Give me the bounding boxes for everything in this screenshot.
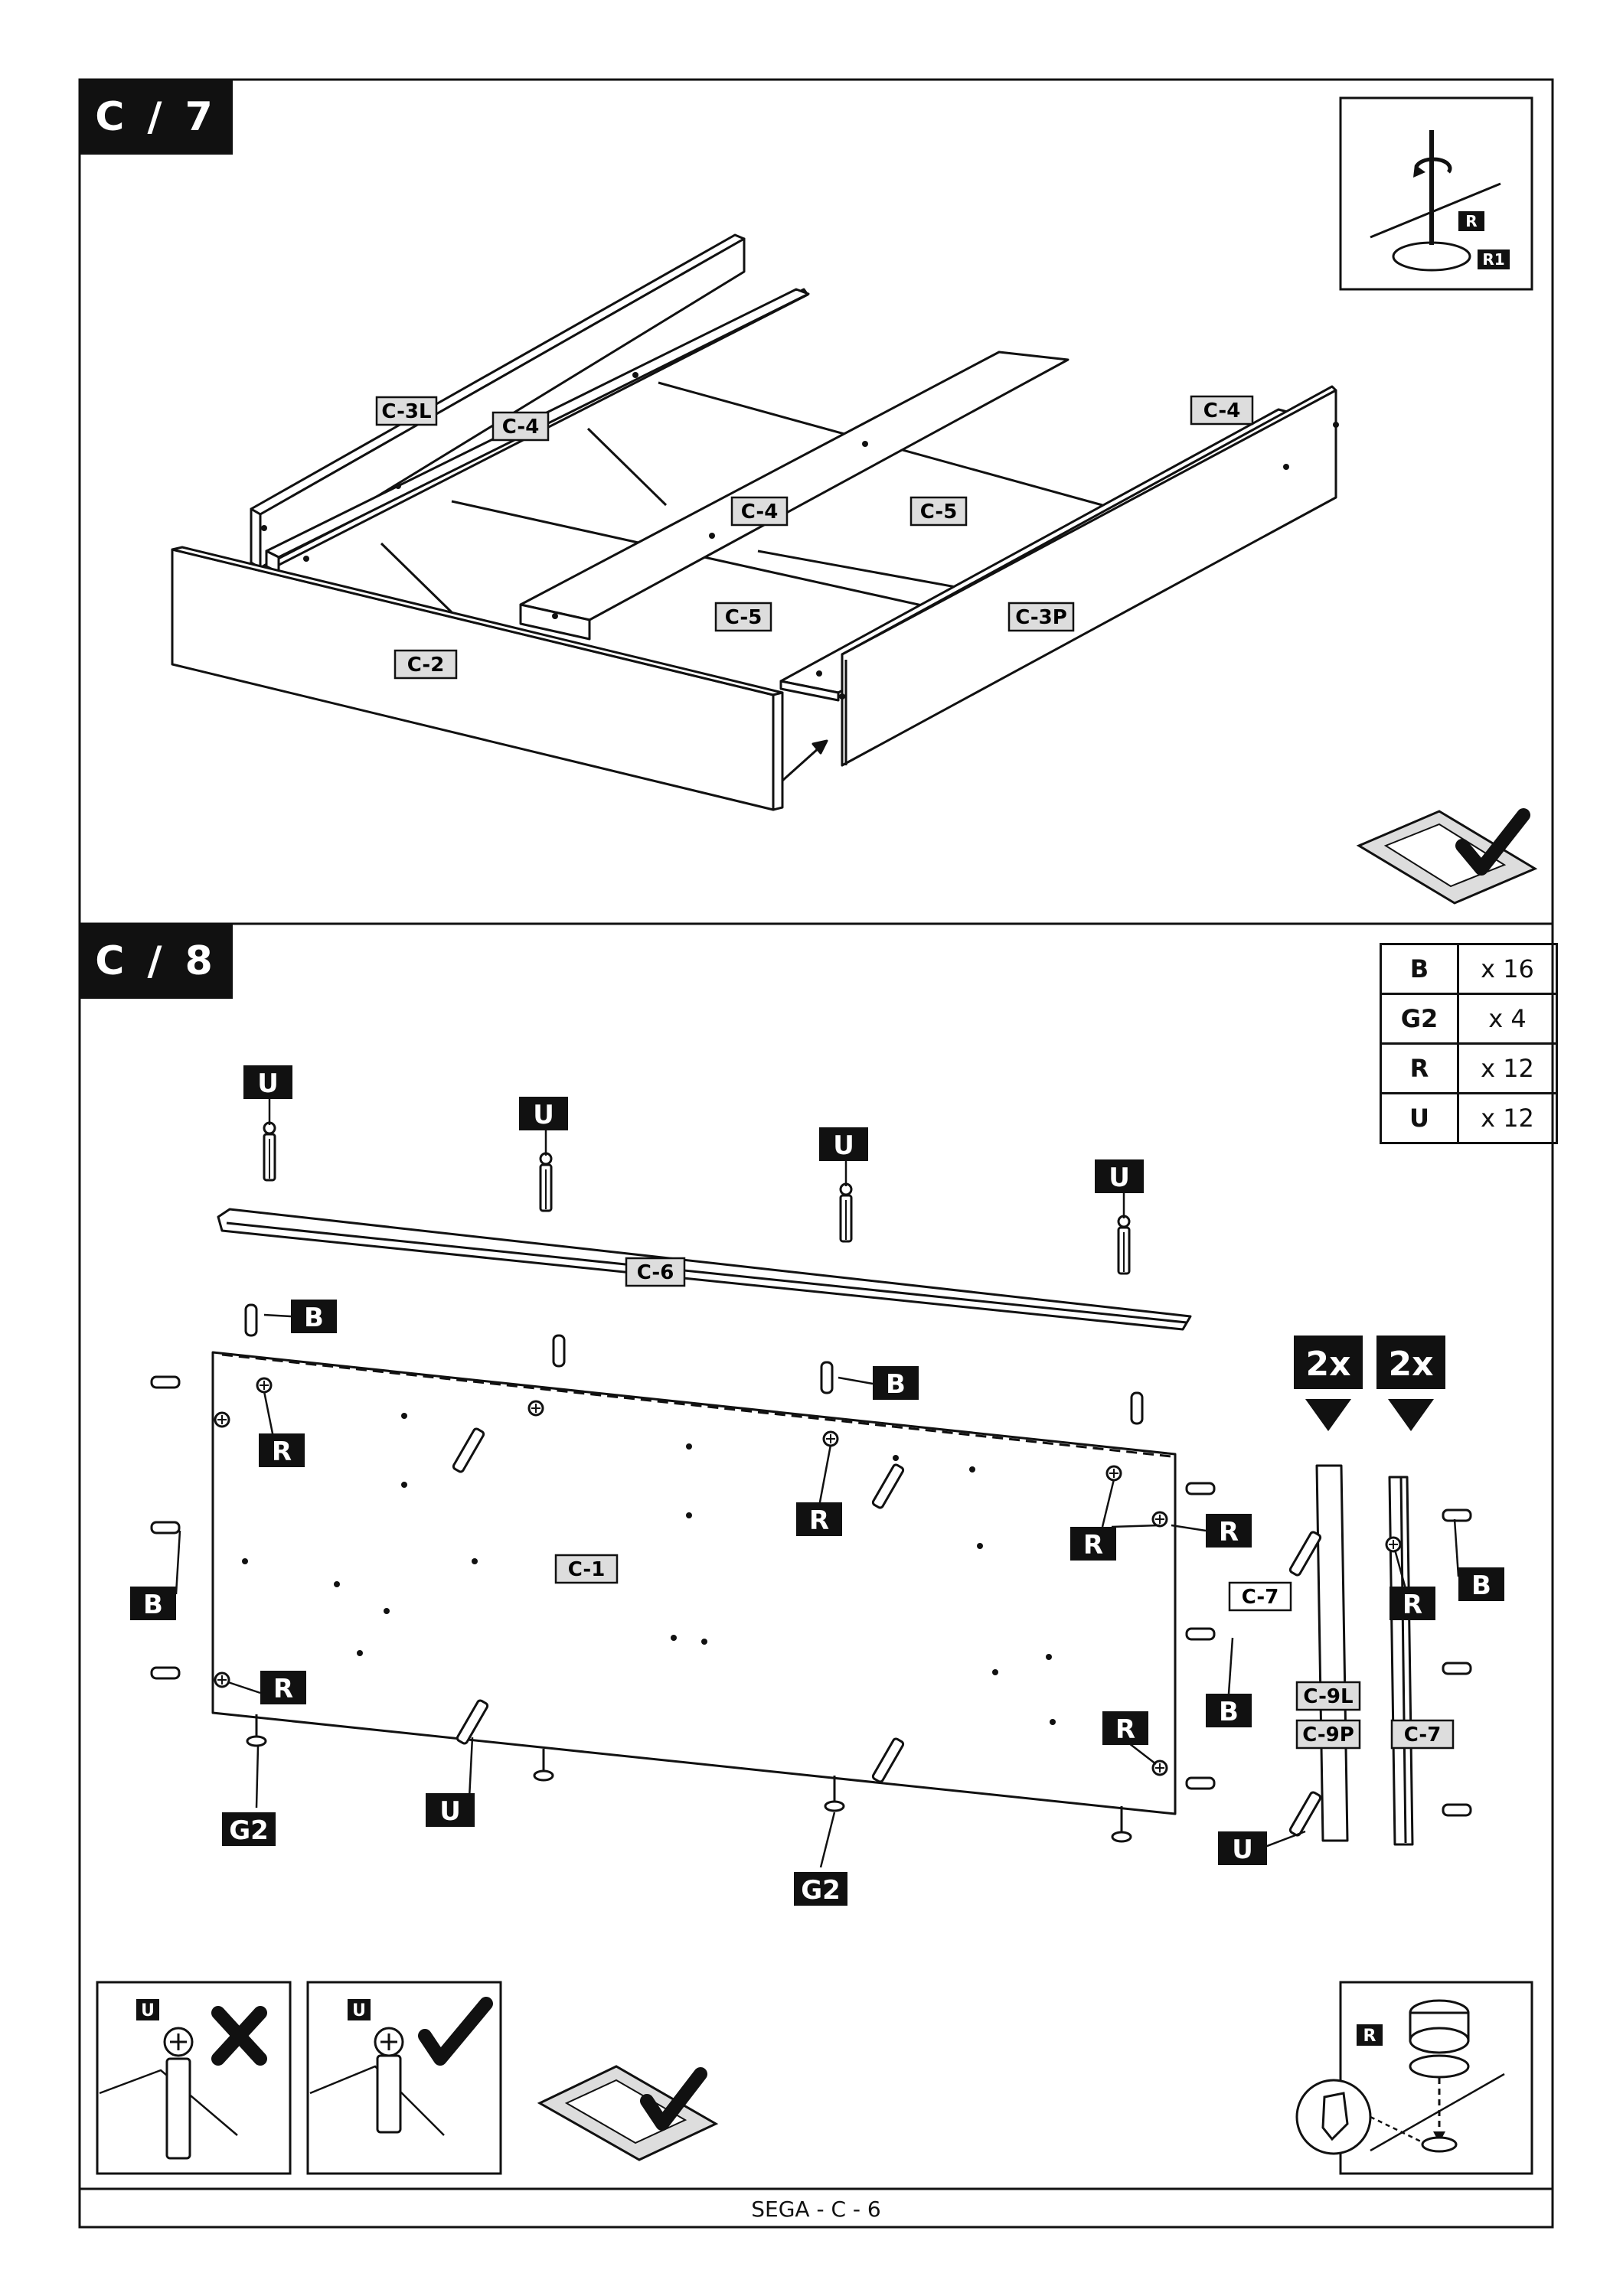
detail-wrong-bolt: U — [96, 1981, 292, 2175]
part-code-c7-1: C-7 — [1242, 1586, 1279, 1609]
quantity-row-r: R x 12 — [1380, 1042, 1558, 1094]
part-code-c4-1: C-4 — [502, 416, 540, 439]
cam-lock-label-r: R — [1363, 2027, 1376, 2046]
detail-correct-label-u: U — [352, 2001, 366, 2020]
tag-r-1: R — [272, 1437, 292, 1467]
quantity-row-g2: G2 x 4 — [1380, 993, 1558, 1045]
quantity-count: x 12 — [1457, 1042, 1558, 1094]
cam-lock-insert-icon: R — [1295, 1981, 1533, 2175]
tag-b-2: B — [886, 1369, 906, 1400]
part-code-c7-2: C-7 — [1404, 1724, 1442, 1746]
tag-u-1: U — [257, 1068, 279, 1099]
tag-u-4: U — [1109, 1163, 1130, 1193]
part-code-c2: C-2 — [407, 654, 445, 677]
tag-r-5: R — [1403, 1590, 1422, 1620]
tag-g2-1: G2 — [229, 1815, 269, 1846]
quantity-part: U — [1380, 1092, 1459, 1144]
tag-u-5: U — [439, 1796, 461, 1827]
quantity-part: B — [1380, 943, 1459, 995]
icon-label-r1: R1 — [1482, 250, 1504, 269]
quantity-count: x 4 — [1457, 993, 1558, 1045]
tag-g2-2: G2 — [801, 1875, 841, 1906]
step-c8-label: C / 8 — [80, 924, 233, 999]
hardware-quantity-table: B x 16 G2 x 4 R x 12 U x 12 — [1380, 943, 1558, 1144]
leader-lines — [175, 1099, 1460, 1868]
screwdriver-rotate-icon: R R1 — [1339, 96, 1533, 291]
multiplier-1: 2x — [1306, 1345, 1351, 1384]
page-footer: SEGA - C - 6 — [751, 2196, 881, 2222]
part-code-c4-3: C-4 — [1203, 400, 1241, 422]
tag-u-2: U — [533, 1100, 554, 1130]
multiplier-badges: 2x 2x — [1294, 1336, 1445, 1431]
tag-b-1: B — [304, 1303, 324, 1333]
tag-u-6: U — [1232, 1835, 1253, 1865]
part-code-labels: C-3L C-4 C-4 C-4 C-5 C-5 C-3P C-2 C-6 C-… — [375, 395, 1455, 1750]
part-code-c1: C-1 — [568, 1558, 606, 1581]
step-c7-label: C / 7 — [80, 80, 233, 155]
floor-protection-mat-icon-2 — [537, 2065, 719, 2161]
sheet-frame — [78, 78, 1554, 2229]
tag-r-3: R — [1083, 1530, 1103, 1561]
quantity-part: R — [1380, 1042, 1459, 1094]
check-mark-icon — [418, 1997, 493, 2066]
floor-protection-mat-icon — [1356, 808, 1538, 905]
tag-r-2: R — [809, 1505, 829, 1536]
part-code-c9p: C-9P — [1302, 1724, 1354, 1746]
quantity-count: x 16 — [1457, 943, 1558, 995]
tag-b-5: B — [1471, 1570, 1491, 1601]
part-code-c9l: C-9L — [1303, 1685, 1353, 1708]
part-code-c5-2: C-5 — [725, 606, 763, 629]
hardware-glides-g2 — [246, 1714, 1132, 1843]
quantity-row-b: B x 16 — [1380, 943, 1558, 995]
cross-mark-icon — [211, 2006, 267, 2066]
hardware-tags: U U U U U U B B B B B R R R R R R R — [130, 1065, 1504, 1906]
tag-r-7: R — [1115, 1714, 1135, 1745]
quantity-count: x 12 — [1457, 1092, 1558, 1144]
tag-b-4: B — [1219, 1697, 1239, 1727]
part-code-c4-2: C-4 — [741, 501, 779, 523]
detail-correct-bolt: U — [306, 1981, 502, 2175]
part-code-c6: C-6 — [637, 1261, 674, 1284]
tag-r-4: R — [1219, 1517, 1239, 1548]
icon-label-r: R — [1465, 212, 1477, 230]
detail-wrong-label-u: U — [141, 2001, 155, 2020]
part-code-c3l: C-3L — [381, 400, 431, 423]
tag-b-3: B — [143, 1590, 163, 1620]
quantity-part: G2 — [1380, 993, 1459, 1045]
multiplier-2: 2x — [1389, 1345, 1434, 1384]
tag-u-3: U — [833, 1130, 854, 1161]
part-code-c3p: C-3P — [1015, 606, 1067, 629]
part-code-c5-1: C-5 — [920, 501, 958, 523]
tag-r-6: R — [273, 1674, 293, 1704]
quantity-row-u: U x 12 — [1380, 1092, 1558, 1144]
